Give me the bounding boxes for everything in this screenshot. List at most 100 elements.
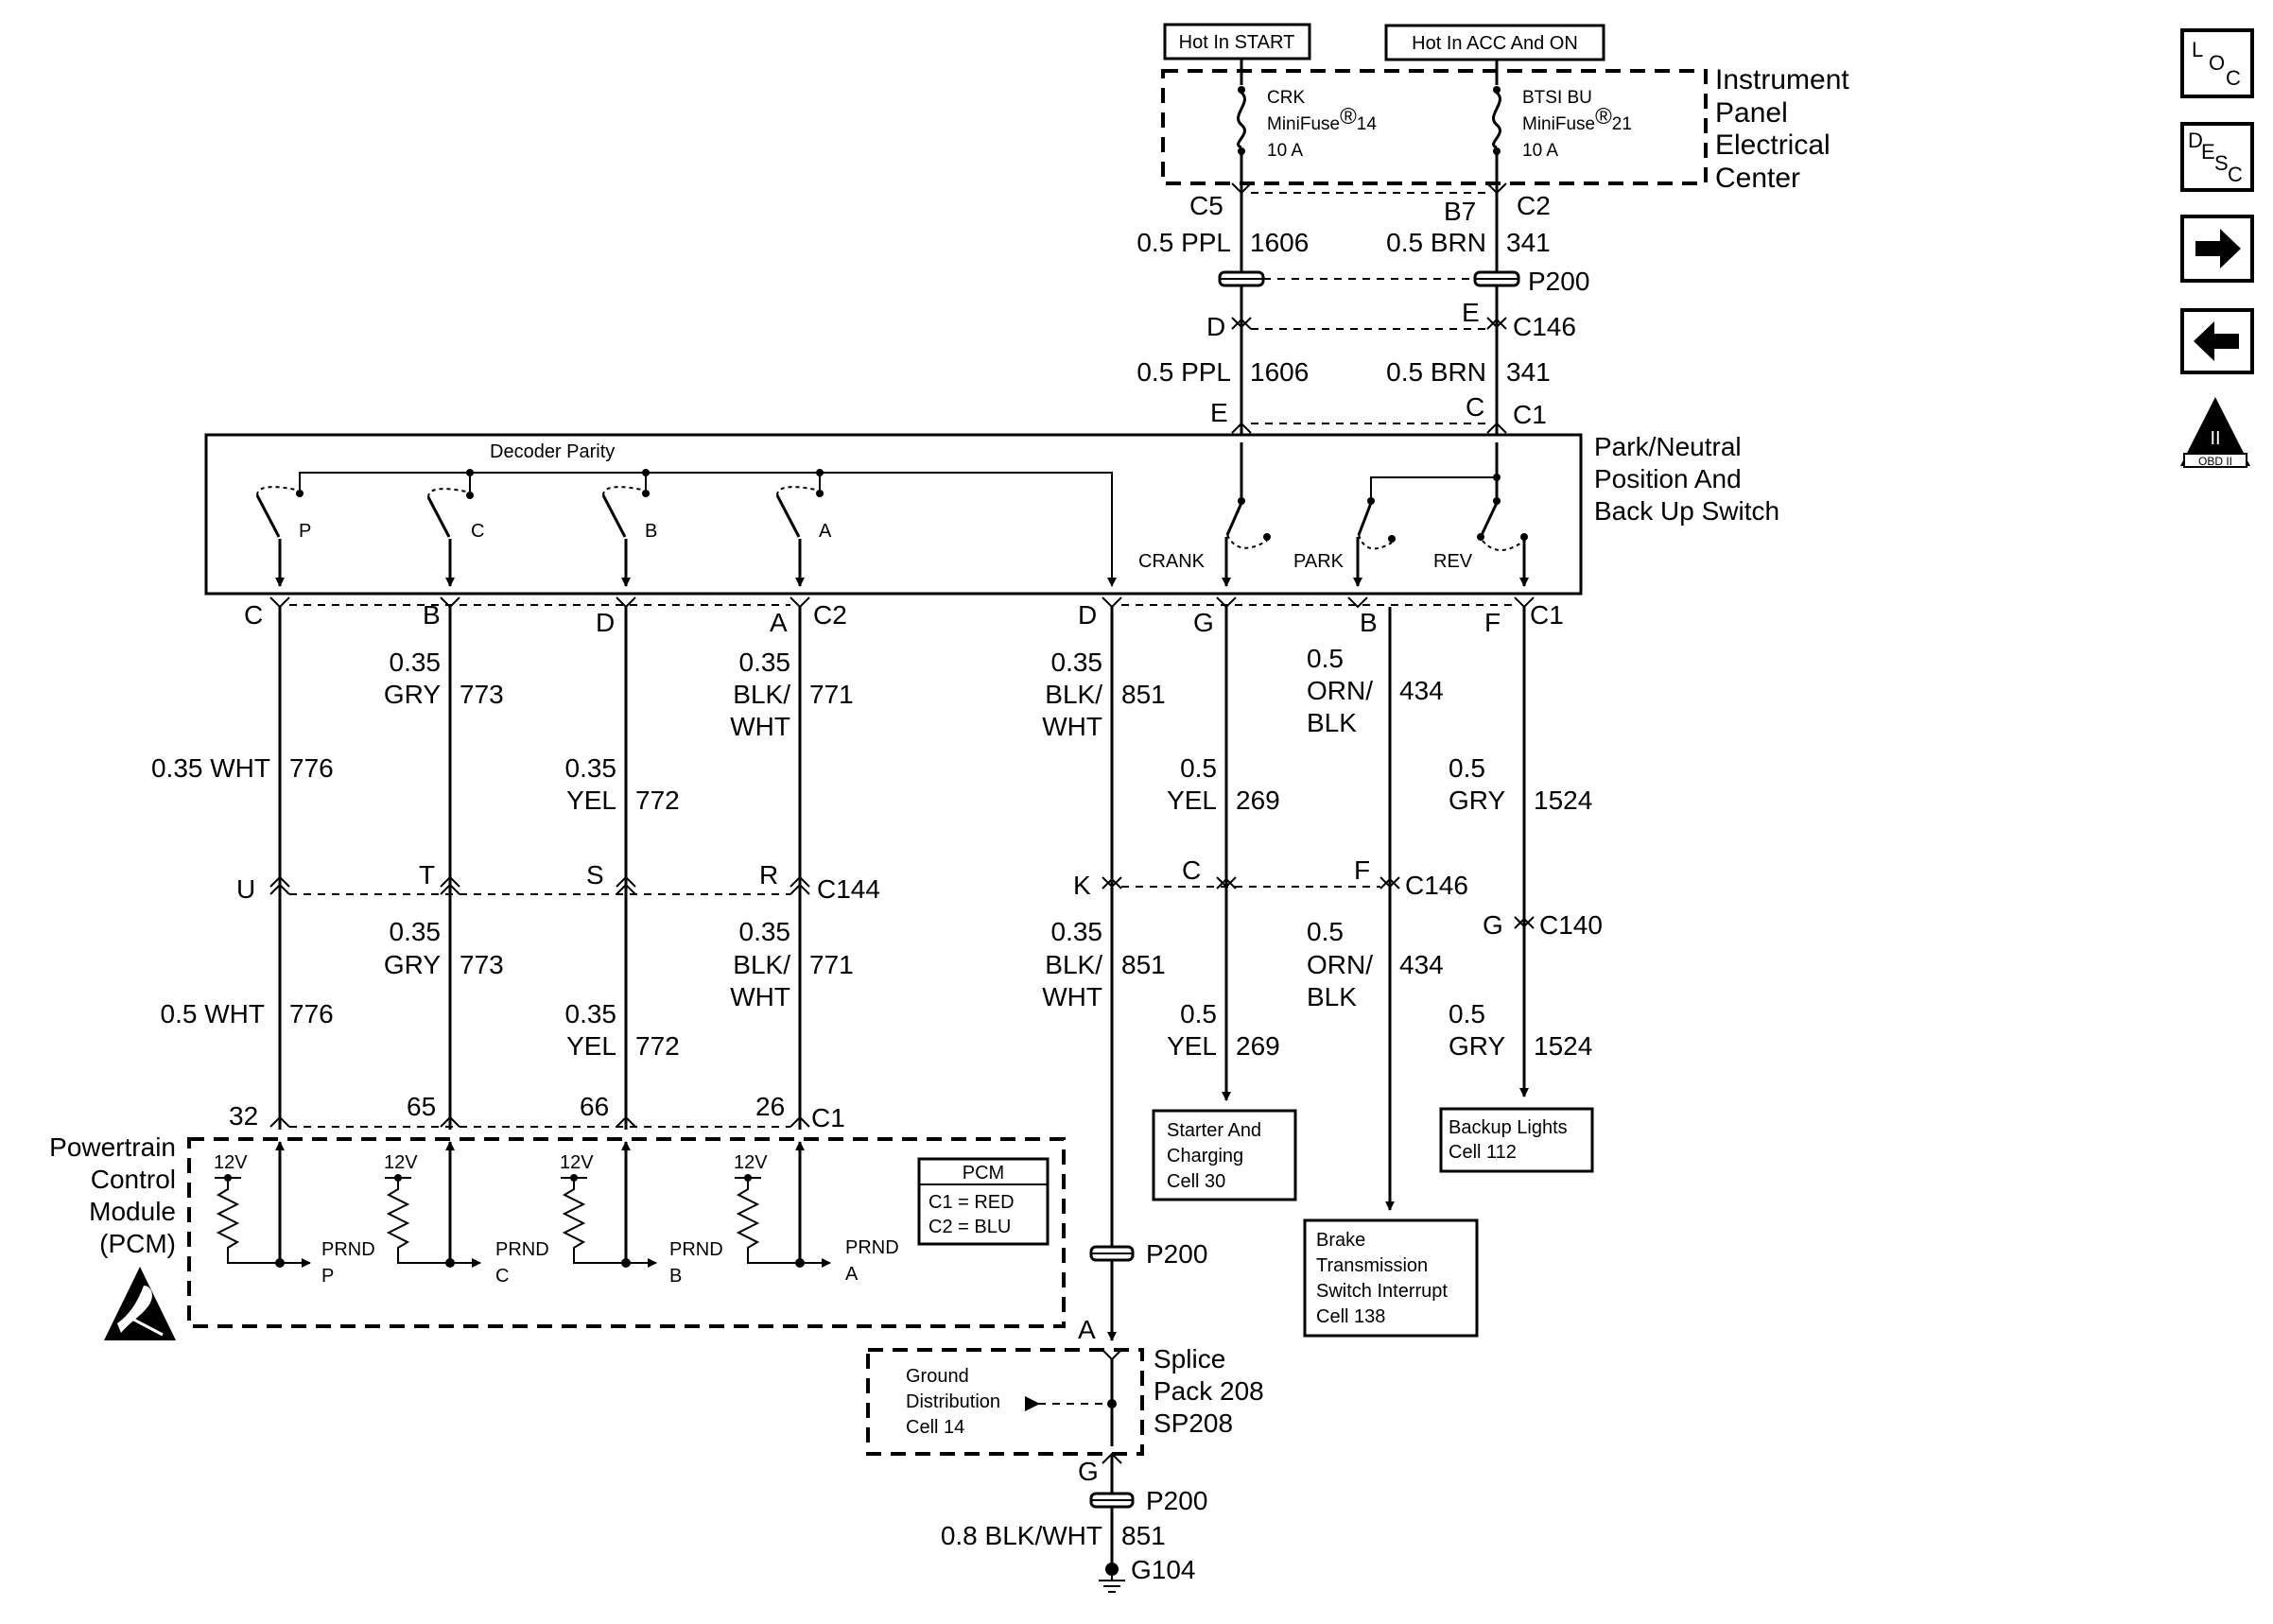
contact-b: B (601, 486, 657, 587)
starter-line-1: Starter And (1167, 1120, 1261, 1141)
pin-c-switch: C (1466, 392, 1484, 422)
destinations: Starter And Charging Cell 30 Backup Ligh… (1152, 1107, 1594, 1338)
lw434-color-1: ORN/ (1307, 950, 1373, 979)
ground-wire-gauge: 0.8 BLK/WHT (941, 1521, 1102, 1550)
prnd-b: PRND (669, 1239, 723, 1260)
pin-f-c146: F (1354, 855, 1370, 885)
pin-b-c1: B (1360, 608, 1378, 637)
prnd-c-output: C (495, 1266, 509, 1287)
wire-341-gauge-2: 0.5 BRN (1386, 357, 1486, 387)
pin-u-c144: U (236, 874, 255, 904)
lw269-circuit: 269 (1236, 1031, 1280, 1061)
lw851-size: 0.35 (1051, 917, 1103, 946)
brake-interrupt-box (1303, 1218, 1479, 1338)
wire-1606-gauge-2: 0.5 PPL (1136, 357, 1231, 387)
hot-in-start-label: Hot In START (1179, 32, 1295, 53)
switch-title-line-2: Position And (1594, 464, 1742, 493)
splice-title-line-1: Splice (1154, 1344, 1225, 1373)
ipec-boundary (1161, 69, 1708, 185)
lw773-color: GRY (384, 950, 441, 979)
location-button[interactable]: L O C (2180, 28, 2254, 98)
lw776-circuit: 776 (289, 999, 334, 1028)
w771-color-1: BLK/ (733, 680, 790, 709)
w851-circuit: 851 (1121, 680, 1166, 709)
connector-c1-pcm: C1 (811, 1103, 845, 1132)
prnd-a-output: A (845, 1264, 859, 1285)
w771-circuit: 771 (809, 680, 854, 709)
ground-symbol-icon (1099, 1563, 1125, 1593)
lw776-gauge: 0.5 WHT (161, 999, 265, 1028)
pcm-connector-legend: PCM C1 = RED C2 = BLU (917, 1157, 1050, 1246)
lw434-circuit: 434 (1399, 950, 1444, 979)
ground-g104: G104 (1131, 1555, 1196, 1584)
mid-connectors: U T S R C144 K C F C146 G C140 (236, 855, 1603, 940)
pin-b7: B7 (1444, 197, 1476, 226)
lw771-color-2: WHT (730, 982, 790, 1011)
pcm-title-line-2: Control (91, 1165, 176, 1194)
pin-c-c2: C (244, 600, 263, 630)
ground-dist-line-1: Ground (906, 1366, 969, 1387)
wire-341-circuit: 341 (1506, 228, 1551, 257)
pcm-input-p: 12V PRND P (214, 1141, 375, 1287)
w773-size: 0.35 (390, 648, 442, 677)
pcm: 32 65 66 26 C1 Powertrain Control Module… (49, 1092, 1066, 1340)
lw851-circuit: 851 (1121, 950, 1166, 979)
description-button[interactable]: D E S C (2180, 122, 2254, 192)
btsi-fuse-symbol (1492, 91, 1501, 149)
crk-fuse-symbol (1237, 91, 1246, 149)
prnd-b-output: B (669, 1266, 682, 1287)
pcm-input-b: 12V PRND B (560, 1141, 723, 1287)
connector-c146-mid: C146 (1405, 871, 1468, 900)
brake-line-4: Cell 138 (1316, 1306, 1385, 1327)
desc-letter-s: S (2214, 151, 2229, 175)
contact-c: C (426, 488, 484, 587)
ground-path: P200 A Ground Distribution Cell 14 Splic… (866, 1239, 1264, 1593)
lw269-color: YEL (1167, 1031, 1217, 1061)
w1524-circuit: 1524 (1534, 786, 1592, 815)
nav-icons: L O C D E S C II OBD II (2180, 28, 2254, 468)
lw773-size: 0.35 (390, 917, 442, 946)
pin-a-splice: A (1078, 1315, 1096, 1344)
contact-c-label: C (471, 521, 484, 542)
obd-ii-icon[interactable]: II OBD II (2180, 397, 2250, 468)
v12-a: 12V (734, 1152, 768, 1173)
ipec-title-line-1: Instrument (1715, 64, 1849, 95)
w771-color-2: WHT (730, 712, 790, 741)
rev-label: REV (1433, 551, 1473, 572)
contact-b-label: B (645, 521, 657, 542)
switch-title-line-1: Park/Neutral (1594, 432, 1742, 461)
connector-p200-upper: P200 (1528, 267, 1589, 296)
next-page-button[interactable] (2180, 215, 2254, 283)
lw771-circuit: 771 (809, 950, 854, 979)
obd-ii-roman: II (2210, 428, 2220, 449)
lw851-color-1: BLK/ (1045, 950, 1102, 979)
decoder-parity-label: Decoder Parity (490, 441, 615, 462)
lw1524-circuit: 1524 (1534, 1031, 1592, 1061)
pin-g-c140: G (1483, 910, 1503, 940)
ipec-title-line-3: Electrical (1715, 130, 1831, 161)
w1524-size: 0.5 (1449, 753, 1485, 783)
pin-d-c2: D (596, 608, 615, 637)
crk-fuse-name: CRK (1267, 88, 1305, 108)
connector-p200-lower: P200 (1146, 1239, 1207, 1269)
previous-page-button[interactable] (2180, 308, 2254, 374)
backup-line-2: Cell 112 (1449, 1142, 1517, 1163)
prnd-p: PRND (321, 1239, 375, 1260)
splice-title-line-2: Pack 208 (1154, 1376, 1264, 1406)
w772-color: YEL (566, 786, 616, 815)
obd-ii-label: OBD II (2198, 455, 2232, 468)
pin-r-c144: R (759, 860, 778, 890)
w269-circuit: 269 (1236, 786, 1280, 815)
prnd-p-output: P (321, 1266, 334, 1287)
w851-color-2: WHT (1042, 712, 1102, 741)
connector-c2-switch: C2 (813, 600, 847, 630)
pcm-input-c: 12V PRND C (384, 1141, 549, 1287)
contact-a: A (775, 486, 832, 587)
w269-size: 0.5 (1180, 753, 1217, 783)
pin-d-c1: D (1078, 600, 1097, 630)
starter-line-2: Charging (1167, 1146, 1243, 1166)
hot-in-start-box (1163, 23, 1311, 60)
pin-e-switch: E (1210, 398, 1228, 427)
starter-line-3: Cell 30 (1167, 1171, 1225, 1192)
